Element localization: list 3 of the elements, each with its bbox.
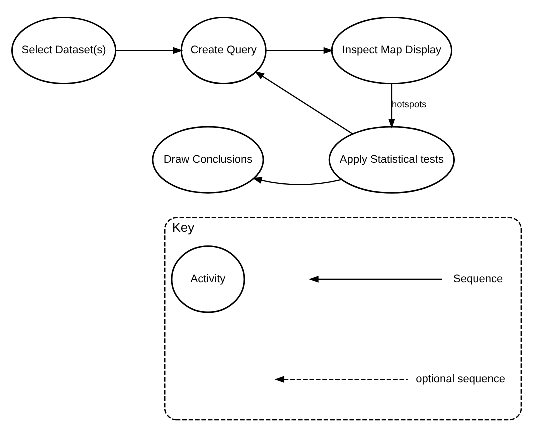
edge-label: hotspots: [392, 99, 427, 110]
legend-label: optional sequence: [416, 372, 506, 385]
legend-label: Sequence: [453, 272, 504, 285]
